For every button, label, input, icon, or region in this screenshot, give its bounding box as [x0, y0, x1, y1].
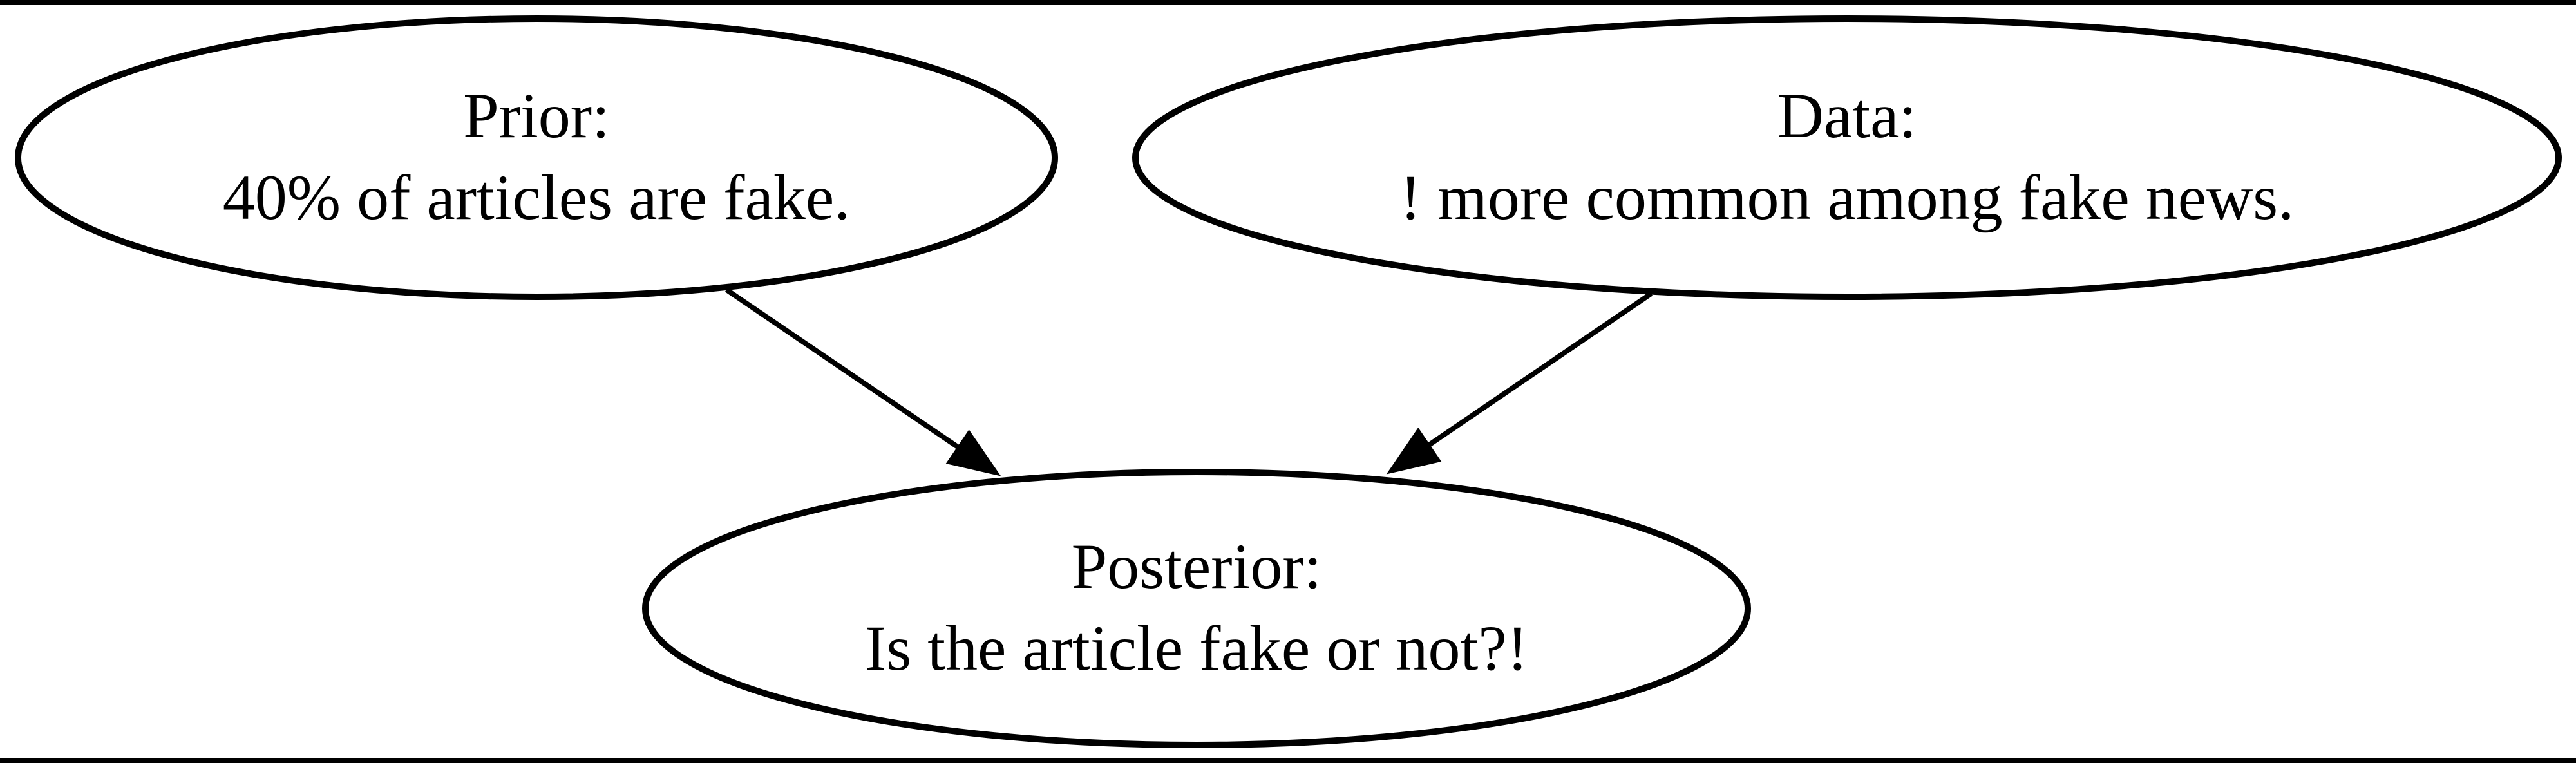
- top-rule: [0, 0, 2576, 5]
- posterior-node-ellipse: [642, 469, 1751, 748]
- edge-prior-to-posterior-shaft: [724, 287, 960, 449]
- data-node-ellipse: [1132, 15, 2562, 300]
- data-node: Data: ! more common among fake news.: [1132, 15, 2562, 300]
- prior-node-label-line1: Prior:: [463, 80, 610, 151]
- data-node-label-line1: Data:: [1777, 80, 1917, 151]
- data-node-label-line2: ! more common among fake news.: [1400, 162, 2294, 233]
- posterior-node: Posterior: Is the article fake or not?!: [642, 469, 1751, 748]
- prior-node-ellipse: [15, 15, 1058, 300]
- bottom-rule: [0, 758, 2576, 763]
- posterior-node-label-line1: Posterior:: [1072, 531, 1322, 602]
- posterior-node-label-line2: Is the article fake or not?!: [865, 612, 1528, 684]
- edge-data-to-posterior-shaft: [1427, 291, 1653, 447]
- edge-prior-to-posterior: [724, 287, 1001, 476]
- prior-node-label-line2: 40% of articles are fake.: [223, 162, 850, 233]
- edge-data-to-posterior: [1386, 291, 1653, 475]
- edge-data-to-posterior-arrowhead-icon: [1386, 428, 1442, 475]
- prior-node: Prior: 40% of articles are fake.: [15, 15, 1058, 300]
- edge-prior-to-posterior-arrowhead-icon: [945, 429, 1001, 476]
